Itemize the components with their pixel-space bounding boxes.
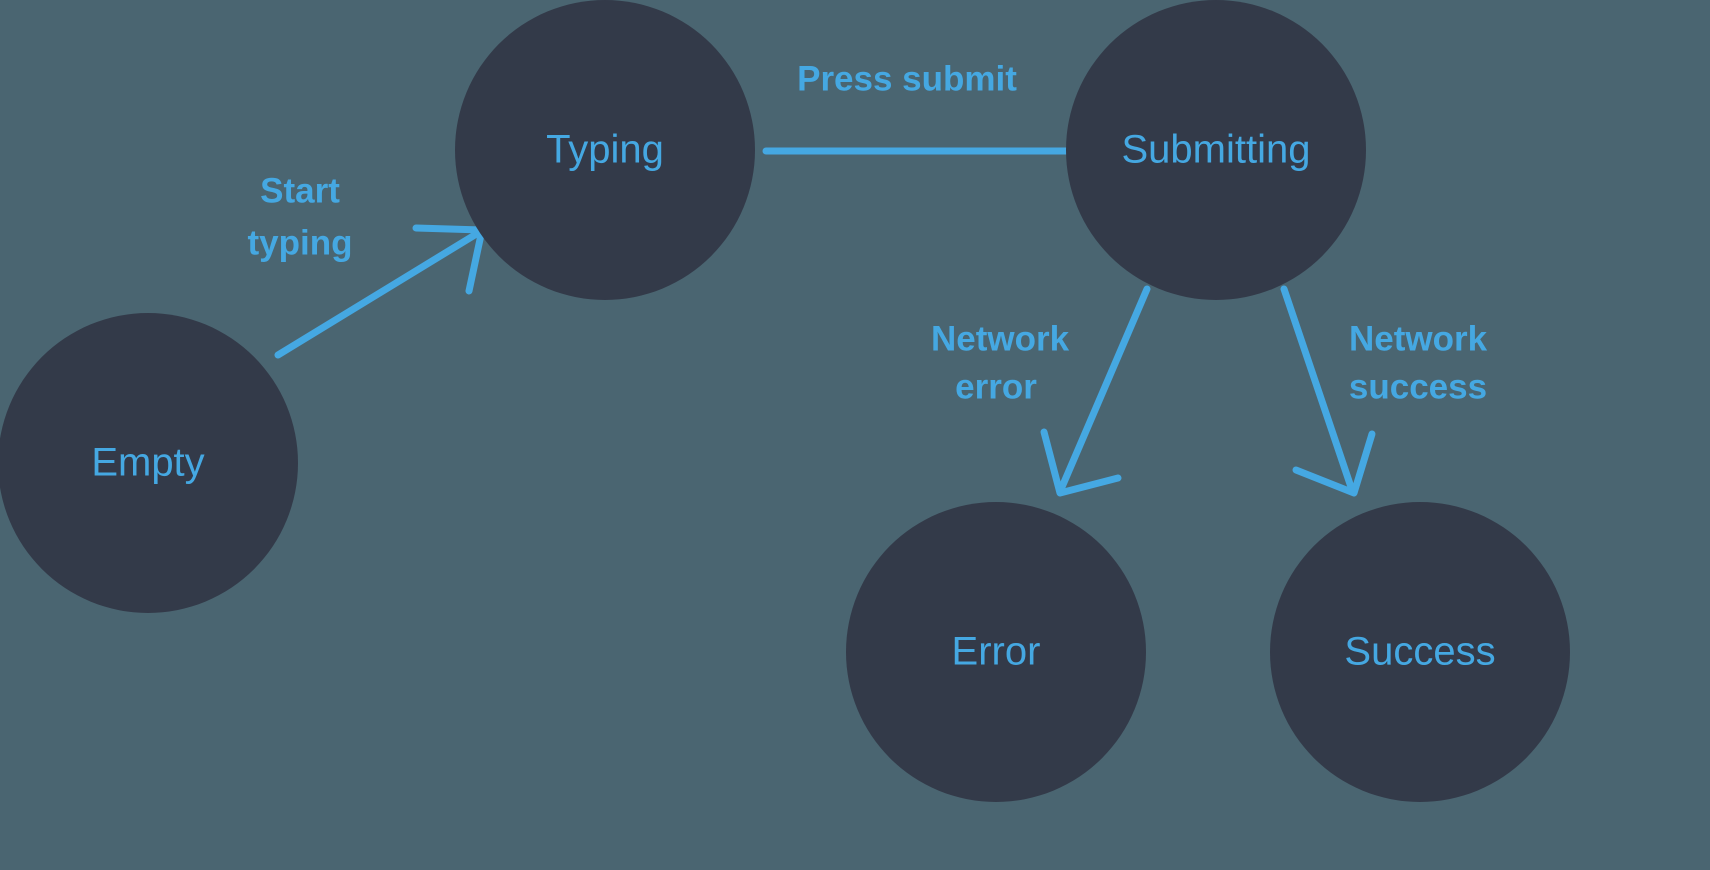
state-circle-typing[interactable] — [455, 0, 755, 300]
edge-label-network-error: Network error — [931, 319, 1070, 406]
edge-label-line-1: Network — [931, 319, 1070, 358]
edge-line-network-success — [1280, 285, 1355, 491]
state-circle-empty[interactable] — [0, 313, 298, 613]
edge-label-line-1: Network — [1349, 319, 1488, 358]
edge-submitting-to-success — [1280, 285, 1376, 497]
edge-label-line-2: success — [1349, 367, 1487, 406]
edge-submitting-to-error — [1040, 285, 1151, 497]
edge-label-line-2: error — [955, 367, 1037, 406]
state-node-typing[interactable]: Typing — [455, 0, 755, 300]
state-node-submitting[interactable]: Submitting — [1066, 0, 1366, 300]
edge-line-network-error — [1058, 285, 1151, 491]
state-circle-submitting[interactable] — [1066, 0, 1366, 300]
state-label-error: Error — [952, 630, 1041, 674]
state-label-success: Success — [1344, 630, 1495, 674]
edge-label-line-1: Press submit — [797, 59, 1017, 98]
state-label-empty: Empty — [91, 441, 204, 485]
state-label-typing: Typing — [546, 128, 664, 172]
edge-label-press-submit: Press submit — [797, 59, 1017, 98]
edge-label-network-success: Network success — [1349, 319, 1488, 406]
state-node-error[interactable]: Error — [846, 502, 1146, 802]
edge-arrowhead-network-error — [1040, 428, 1122, 497]
edge-label-start-typing: Start typing — [248, 171, 353, 262]
edge-label-line-1: Start — [260, 171, 340, 210]
edge-arrowhead-network-success — [1292, 430, 1376, 497]
state-circle-success[interactable] — [1270, 502, 1570, 802]
state-circle-error[interactable] — [846, 502, 1146, 802]
edge-label-line-2: typing — [248, 223, 353, 262]
state-label-submitting: Submitting — [1122, 128, 1311, 172]
state-node-empty[interactable]: Empty — [0, 313, 298, 613]
state-node-success[interactable]: Success — [1270, 502, 1570, 802]
edge-line-start-typing — [274, 229, 482, 359]
